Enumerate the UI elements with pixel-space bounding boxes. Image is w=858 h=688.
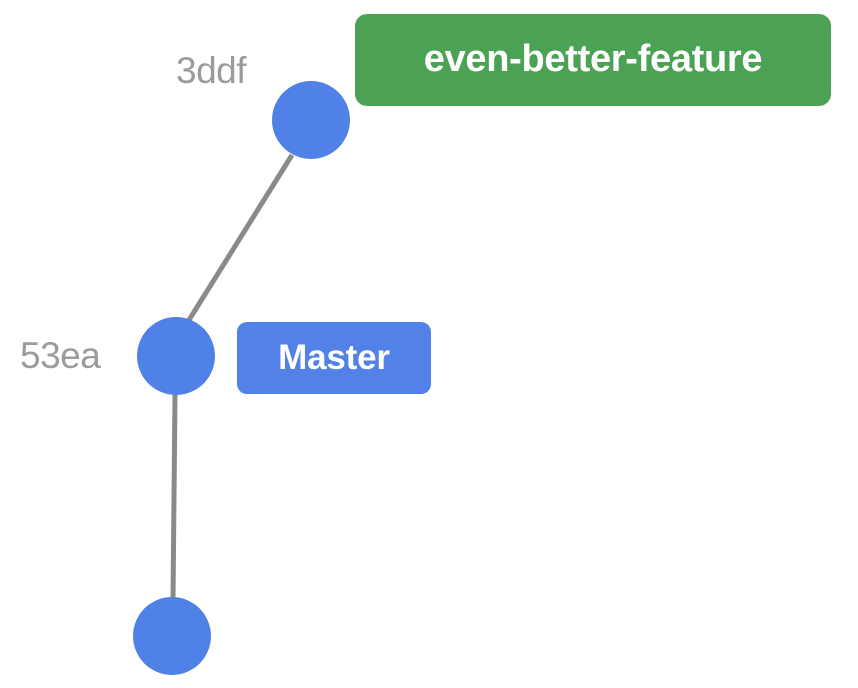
branch-badge-even-better-feature[interactable]: even-better-feature bbox=[355, 14, 831, 106]
commit-node-root[interactable] bbox=[133, 597, 211, 675]
commit-hash-label-3ddf: 3ddf bbox=[176, 50, 247, 91]
nodes-group bbox=[133, 81, 350, 675]
graph-edge-root-to-53ea bbox=[170, 394, 178, 601]
commit-node-3ddf[interactable] bbox=[272, 81, 350, 159]
commit-hash-label-53ea: 53ea bbox=[20, 335, 101, 376]
branch-badge-master[interactable]: Master bbox=[237, 322, 431, 394]
graph-edge-53ea-to-3ddf bbox=[186, 153, 295, 322]
edges-group bbox=[170, 153, 295, 601]
commit-node-53ea[interactable] bbox=[137, 317, 215, 395]
